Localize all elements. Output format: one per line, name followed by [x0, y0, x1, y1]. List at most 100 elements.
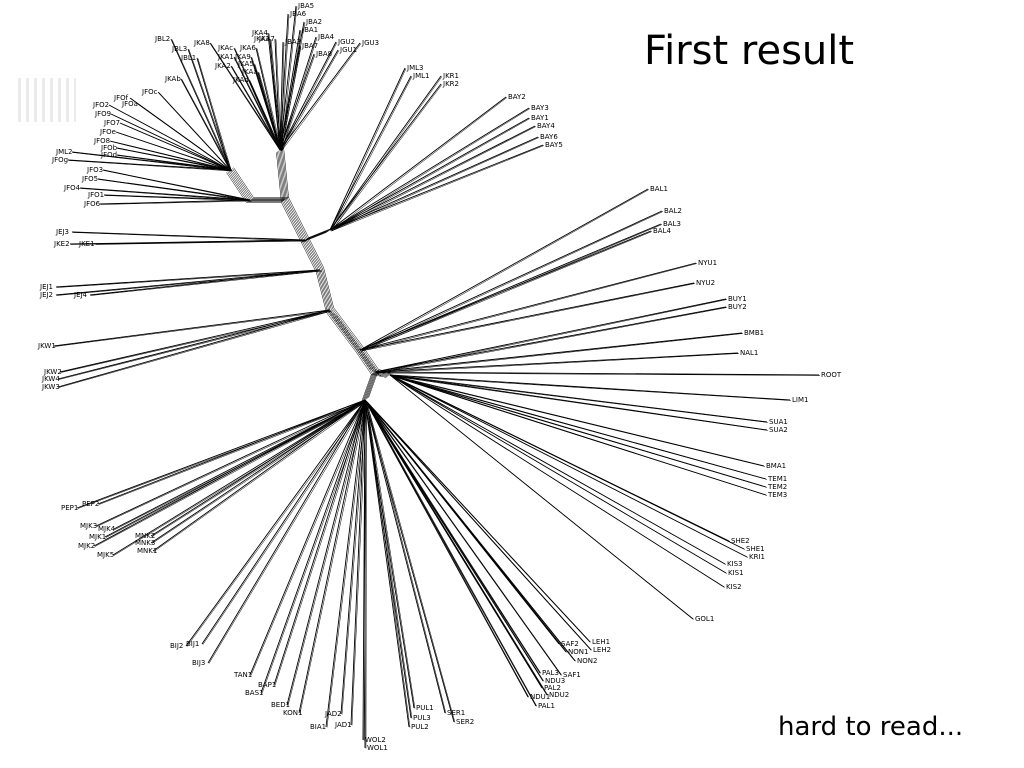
network-edge: [257, 71, 281, 151]
network-edge: [208, 400, 367, 664]
network-edge: [94, 400, 367, 547]
network-edge: [281, 14, 290, 152]
leaf-label: KON1: [283, 709, 302, 717]
leaf-label: JBA7: [301, 42, 318, 50]
network-edge: [318, 270, 330, 311]
network-edge: [391, 375, 728, 574]
network-edge: [365, 400, 367, 749]
network-edge: [112, 399, 366, 556]
leaf-label: SHE2: [731, 537, 750, 545]
network-edge: [391, 375, 768, 488]
network-edge: [281, 42, 285, 152]
network-edge: [72, 152, 232, 172]
leaf-label: JFOg: [51, 156, 68, 164]
leaf-label: MNK2: [135, 532, 155, 540]
leaf-label: JKAc: [217, 44, 233, 52]
network-edge: [97, 399, 366, 505]
network-edge: [202, 400, 367, 645]
network-edge: [391, 375, 792, 401]
network-edge: [329, 144, 544, 231]
network-edge: [391, 375, 769, 431]
leaf-label: JML1: [412, 72, 429, 80]
network-edge: [67, 159, 231, 171]
network-edge: [201, 399, 366, 645]
network-edge: [279, 13, 289, 151]
leaf-label: NYU2: [696, 279, 715, 287]
network-edge: [99, 199, 251, 205]
network-edge: [376, 353, 740, 374]
network-edge: [57, 309, 331, 380]
network-edge: [261, 400, 367, 694]
network-edge: [366, 400, 545, 682]
leaf-label: NDU3: [545, 677, 565, 685]
leaf-label: JFOb: [100, 144, 118, 152]
network-edge: [364, 399, 537, 707]
network-edge: [171, 39, 232, 172]
network-edge: [304, 229, 331, 241]
network-edge: [374, 298, 727, 373]
network-edge: [307, 228, 333, 239]
network-edge: [256, 48, 282, 152]
network-edge: [150, 399, 366, 544]
leaf-label: NON1: [568, 648, 588, 656]
leaf-label: LEH1: [592, 638, 610, 646]
network-edge: [351, 400, 367, 726]
network-edge: [354, 348, 367, 357]
leaf-label: JKA9: [234, 53, 251, 61]
network-edge: [391, 375, 695, 620]
network-edge: [361, 211, 664, 352]
network-edge: [374, 332, 743, 373]
network-edge: [98, 400, 367, 505]
leaf-label: JBA2: [305, 18, 322, 26]
network-edge: [361, 283, 696, 352]
network-edge: [342, 331, 355, 340]
network-edge: [359, 210, 663, 351]
network-edge: [207, 399, 366, 664]
network-edge: [55, 269, 321, 288]
network-edge: [366, 400, 538, 707]
network-edge: [374, 306, 727, 373]
network-edge: [281, 50, 340, 152]
leaf-label: MJK2: [78, 542, 95, 550]
network-edge: [366, 400, 456, 723]
network-edge: [274, 400, 367, 686]
network-edge: [359, 262, 697, 351]
network-edge: [153, 400, 367, 552]
network-edge: [362, 373, 373, 402]
network-edge: [279, 45, 301, 151]
network-edge: [111, 114, 232, 172]
network-edge: [269, 38, 281, 151]
leaf-label: JBA3: [284, 38, 301, 46]
network-edge: [389, 374, 768, 431]
leaf-label: BIJ1: [186, 640, 199, 648]
network-edge: [331, 97, 508, 232]
network-edge: [116, 147, 231, 171]
leaf-label: NDU2: [549, 691, 569, 699]
network-edge: [170, 38, 231, 171]
leaf-label: JFOf: [113, 94, 129, 102]
network-edge: [323, 267, 334, 308]
leaf-label: MJK4: [98, 525, 116, 533]
leaf-label: JML2: [55, 148, 72, 156]
leaf-label: SAF1: [563, 671, 581, 679]
leaf-label: PAL2: [544, 684, 561, 692]
network-edge: [230, 65, 281, 151]
network-edge: [185, 399, 366, 647]
network-edge: [332, 308, 363, 349]
network-edge: [366, 400, 592, 643]
network-edge: [391, 375, 766, 467]
network-edge: [282, 201, 303, 242]
network-edge: [298, 399, 366, 714]
leaf-label: MNK1: [137, 547, 157, 555]
network-edge: [359, 188, 649, 351]
network-edge: [391, 375, 749, 558]
leaf-label: WOL2: [365, 736, 386, 744]
network-edge: [283, 200, 305, 241]
network-edge: [270, 39, 282, 152]
network-edge: [281, 46, 302, 152]
network-edge: [329, 117, 530, 231]
network-edge: [326, 312, 357, 353]
leaf-label: BAY4: [537, 122, 555, 130]
network-edge: [228, 170, 250, 201]
